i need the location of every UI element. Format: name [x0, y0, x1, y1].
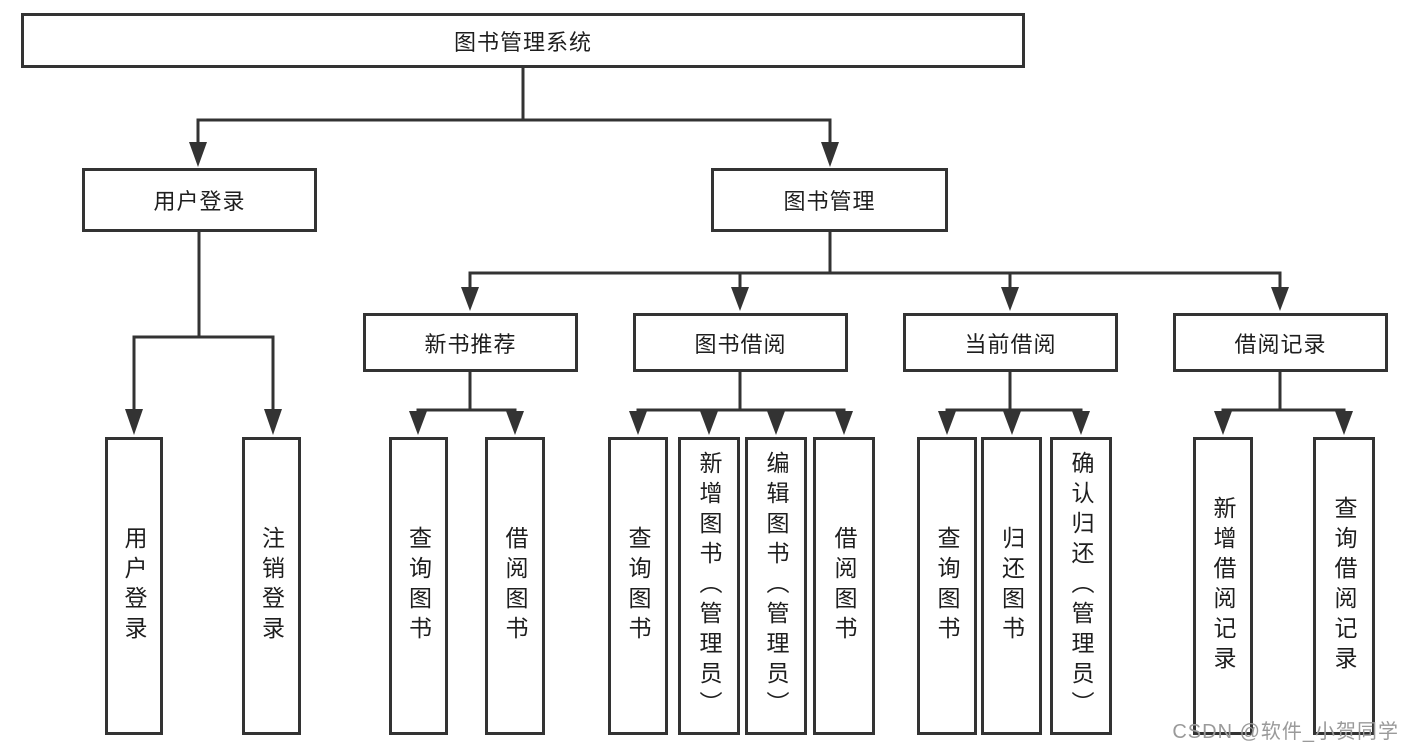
leaf-borrow-book-1: 借阅图书: [485, 437, 545, 735]
leaf-return-book-label: 归还图书: [998, 526, 1025, 646]
node-book-borrow-label: 图书借阅: [694, 331, 787, 357]
connectors-root: [189, 68, 839, 167]
leaf-query-book-1: 查询图书: [389, 437, 448, 735]
leaf-query-borrow-record: 查询借阅记录: [1313, 437, 1375, 735]
connectors-book-management: [461, 232, 1289, 311]
node-new-book-recommend-label: 新书推荐: [424, 331, 517, 357]
node-root: 图书管理系统: [21, 13, 1025, 68]
leaf-query-borrow-record-label: 查询借阅记录: [1331, 496, 1357, 676]
leaf-user-login-label: 用户登录: [121, 526, 147, 646]
leaf-add-book-admin: 新增图书（管理员）: [678, 437, 740, 735]
connectors-book-borrow: [629, 372, 853, 435]
node-borrow-records: 借阅记录: [1173, 313, 1388, 372]
leaf-edit-book-admin-label: 编辑图书（管理员）: [763, 451, 789, 721]
csdn-watermark: CSDN @软件_小贺同学: [1172, 721, 1399, 743]
node-book-management-label: 图书管理: [783, 189, 876, 214]
leaf-borrow-book-2: 借阅图书: [813, 437, 875, 735]
node-current-borrow-label: 当前借阅: [964, 331, 1057, 357]
leaf-query-book-3: 查询图书: [917, 437, 977, 735]
leaf-query-book-2-label: 查询图书: [625, 526, 651, 646]
leaf-query-book-2: 查询图书: [608, 437, 668, 735]
node-book-borrow: 图书借阅: [633, 313, 848, 372]
node-user-login-label: 用户登录: [153, 189, 246, 214]
node-book-management: 图书管理: [711, 168, 948, 232]
leaf-borrow-book-1-label: 借阅图书: [502, 526, 528, 646]
leaf-logout: 注销登录: [242, 437, 301, 735]
leaf-logout-label: 注销登录: [258, 526, 285, 646]
leaf-confirm-return-admin: 确认归还（管理员）: [1050, 437, 1112, 735]
leaf-query-book-3-label: 查询图书: [934, 526, 960, 646]
connectors-user-login: [125, 232, 282, 435]
leaf-add-borrow-record-label: 新增借阅记录: [1210, 496, 1236, 676]
leaf-confirm-return-admin-label: 确认归还（管理员）: [1068, 451, 1094, 721]
node-user-login: 用户登录: [82, 168, 317, 232]
leaf-query-book-1-label: 查询图书: [405, 526, 432, 646]
connectors-borrow-records: [1214, 372, 1353, 435]
leaf-edit-book-admin: 编辑图书（管理员）: [745, 437, 807, 735]
node-root-label: 图书管理系统: [453, 29, 592, 55]
node-new-book-recommend: 新书推荐: [363, 313, 578, 372]
leaf-add-borrow-record: 新增借阅记录: [1193, 437, 1253, 735]
node-current-borrow: 当前借阅: [903, 313, 1118, 372]
leaf-user-login: 用户登录: [105, 437, 163, 735]
leaf-borrow-book-2-label: 借阅图书: [831, 526, 857, 646]
leaf-add-book-admin-label: 新增图书（管理员）: [696, 451, 722, 721]
connectors-current-borrow: [938, 372, 1090, 435]
node-borrow-records-label: 借阅记录: [1234, 331, 1327, 357]
leaf-return-book: 归还图书: [981, 437, 1042, 735]
connectors-new-book: [409, 372, 524, 435]
